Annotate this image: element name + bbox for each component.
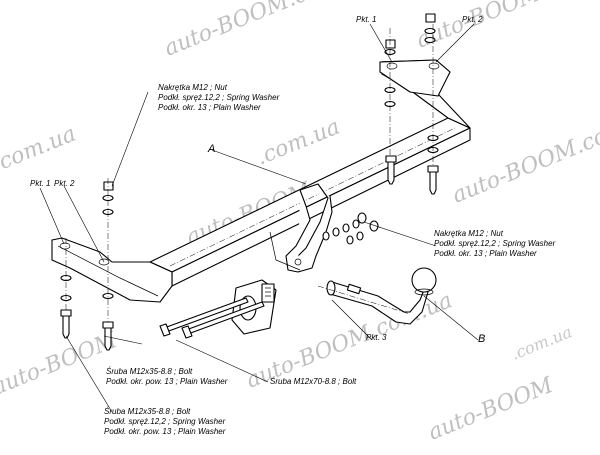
annotations: Pkt. 1 Pkt. 2 Pkt. 1 Pkt. 2 Pkt. 3 A B N… [30,15,556,436]
callout-nut-left-1: Nakrętka M12 ; Nut [158,83,228,92]
watermark-5: auto-BOOM.com.ua [449,103,600,208]
callout-bolt-m12x35-plain-1: Śruba M12x35-8.8 ; Bolt [106,367,193,376]
watermark-2: auto-BOOM [413,0,545,54]
callout-bolt-m12x35-full-3: Podkł. okr. pow. 13 ; Plain Washer [104,427,226,436]
label-part-a: A [207,143,215,155]
hitch-mount-bracket [269,183,333,273]
watermark-10: .com.ua [508,322,574,364]
hitch-hardware [322,212,379,245]
callout-nut-right-3: Podkł. okr. 13 ; Plain Washer [434,249,537,258]
tow-ball-arm [317,267,437,325]
callout-bolt-m12x35-full-2: Podkł. spręż.12,2 ; Spring Washer [104,417,226,426]
callout-nut-right-2: Podkł. spręż.12,2 ; Spring Washer [434,239,556,248]
callout-nut-left-3: Podkł. okr. 13 ; Plain Washer [158,103,261,112]
watermark-7: auto-BOOM [0,328,121,401]
watermark-1: auto-BOOM.com.ua [161,0,374,62]
watermark-6: .com.ua [0,122,80,178]
callout-bolt-m12x35-plain-2: Podkł. okr. pow. 13 ; Plain Washer [106,377,228,386]
callout-nut-left-2: Podkł. spręż.12,2 ; Spring Washer [158,93,280,102]
label-part-b: B [478,333,485,345]
long-bolts [159,297,265,339]
callout-bolt-m12x70: Śruba M12x70-8.8 ; Bolt [270,377,357,386]
right-hardware-stacks [384,13,439,195]
label-pkt1-right: Pkt. 1 [356,15,376,24]
label-pkt3: Pkt. 3 [366,333,387,342]
label-pkt2-right: Pkt. 2 [462,15,483,24]
watermark-4: .com.ua [253,115,344,171]
callout-bolt-m12x35-full-1: Śruba M12x35-8.8 ; Bolt [104,407,191,416]
label-pkt1-left: Pkt. 1 [30,179,50,188]
right-bracket [379,59,471,129]
left-bracket [51,237,173,303]
callout-nut-right-1: Nakrętka M12 ; Nut [434,229,504,238]
leader-lines [39,23,479,413]
label-pkt2-left: Pkt. 2 [54,179,75,188]
watermark-9: auto-BOOM [425,373,557,446]
